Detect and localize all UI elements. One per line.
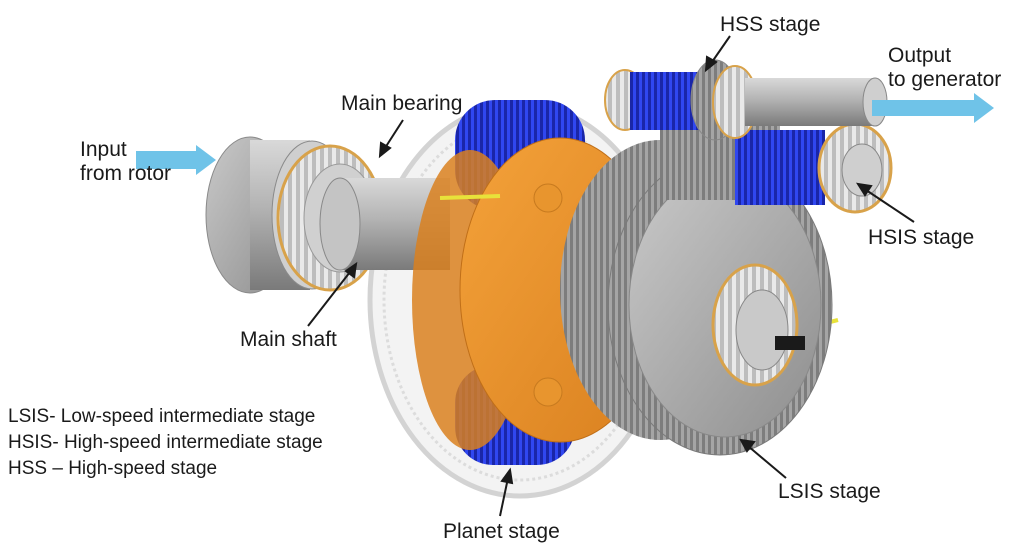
main-shaft-label: Main shaft: [240, 328, 337, 351]
lsis-gear: [560, 140, 833, 456]
callout-arrows: [307, 35, 915, 517]
main-bearing-label: Main bearing: [341, 92, 463, 115]
input-label-line1: Input: [80, 138, 127, 161]
hsis-stage-label: HSIS stage: [868, 226, 975, 249]
input-label-line2: from rotor: [80, 162, 172, 185]
hss-stage-label: HSS stage: [720, 13, 821, 36]
legend-lsis: LSIS- Low-speed intermediate stage: [8, 406, 316, 427]
legend-hss: HSS – High-speed stage: [8, 458, 218, 479]
lsis-stage-label: LSIS stage: [778, 480, 881, 503]
input-label: Input from rotor: [80, 138, 171, 186]
output-label: Output to generator: [888, 44, 1001, 92]
output-label-line2: to generator: [888, 68, 1002, 91]
planet-stage-label: Planet stage: [443, 520, 560, 543]
output-label-line1: Output: [888, 44, 952, 67]
input-flow-arrow: [136, 145, 216, 175]
abbreviation-legend: LSIS- Low-speed intermediate stage HSIS-…: [8, 404, 323, 482]
hsis-assembly: [660, 120, 893, 214]
output-flow-arrow: [872, 93, 994, 123]
legend-hsis: HSIS- High-speed intermediate stage: [8, 432, 323, 453]
